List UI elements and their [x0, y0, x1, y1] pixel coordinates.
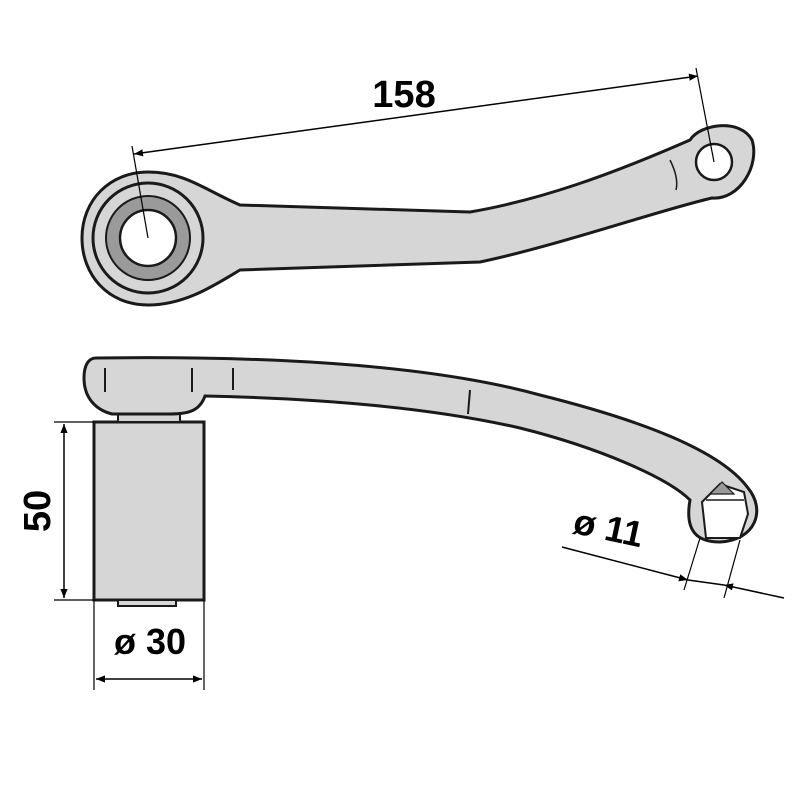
- length-label: 158: [372, 74, 435, 116]
- side-view-arm: [82, 356, 759, 544]
- hole-diameter-label: ø 11: [570, 500, 647, 555]
- bushing-diameter-label: ø 30: [114, 621, 186, 662]
- bushing-diameter-dimension: ø 30: [93, 600, 205, 690]
- length-dimension-line: [133, 73, 699, 157]
- side-view-hex-top: [708, 481, 736, 495]
- top-view-arm: [80, 124, 756, 307]
- length-extension-left: [131, 145, 149, 239]
- height-label: 50: [17, 490, 59, 532]
- length-extension-right: [695, 67, 715, 163]
- side-view: [82, 356, 759, 607]
- side-view-mark-4: [467, 389, 471, 415]
- side-view-bushing: [92, 420, 206, 602]
- length-dimension: 158: [131, 67, 715, 239]
- height-dimension: 50: [17, 421, 94, 601]
- hole-dimension-line: [687, 579, 725, 586]
- top-view: [80, 124, 756, 307]
- hole-extension-right: [723, 539, 741, 599]
- hole-extension-left: [683, 537, 701, 591]
- hole-leader-right: [723, 583, 785, 599]
- side-view-bushing-collar-bottom: [117, 599, 177, 607]
- top-view-end-step: [669, 159, 678, 191]
- hole-leader-line: [561, 546, 689, 582]
